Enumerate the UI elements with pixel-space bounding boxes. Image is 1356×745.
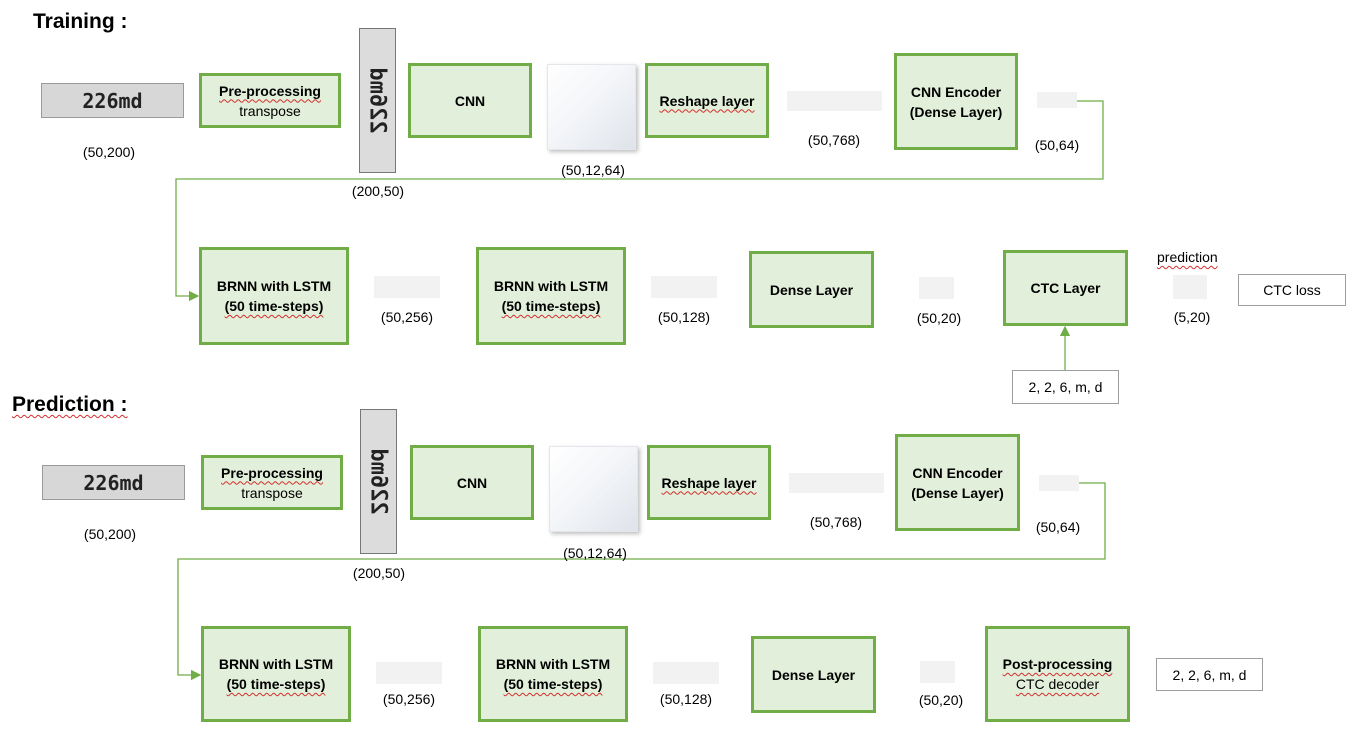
feature-map-cube-pred xyxy=(549,446,638,532)
cnn-dim-label-pred: (50,12,64) xyxy=(563,545,627,561)
brnn2-dim-label: (50,128) xyxy=(657,309,711,325)
prediction-wrap-connector xyxy=(177,482,1106,681)
prediction-dim-label: (5,20) xyxy=(1173,309,1211,325)
cnn-box-pred: CNN xyxy=(410,445,534,520)
brnn-lstm-box-2-pred: BRNN with LSTM (50 time-steps) xyxy=(478,626,628,722)
ctc-loss-box: CTC loss xyxy=(1238,274,1346,306)
training-title: Training : xyxy=(33,10,128,33)
captcha-input-image: 226md xyxy=(41,83,184,118)
captcha-input-image-pred: 226md xyxy=(42,465,185,500)
dense-tensor-bar xyxy=(919,277,954,299)
transposed-dim-label-pred: (200,50) xyxy=(352,565,406,581)
reshape-dim-label-pred: (50,768) xyxy=(809,514,863,530)
dense-tensor-bar-pred xyxy=(920,661,955,683)
reshape-dim-label: (50,768) xyxy=(807,132,861,148)
encoder-dim-label-pred: (50,64) xyxy=(1035,519,1081,535)
feature-map-cube xyxy=(547,64,636,150)
transposed-captcha-image: 226md xyxy=(359,28,396,173)
brnn-lstm-box-1: BRNN with LSTM (50 time-steps) xyxy=(199,247,349,345)
dense-dim-label-pred: (50,20) xyxy=(918,692,964,708)
post-processing-box: Post-processing CTC decoder xyxy=(985,626,1130,722)
brnn2-dim-label-pred: (50,128) xyxy=(659,691,713,707)
brnn1-tensor-bar-pred xyxy=(376,662,442,684)
training-wrap-connector xyxy=(175,100,1104,302)
dense-layer-box-pred: Dense Layer xyxy=(751,636,876,713)
brnn2-tensor-bar xyxy=(651,276,717,298)
encoder-tensor-bar xyxy=(1037,92,1077,108)
input-dim-label-pred: (50,200) xyxy=(83,526,137,542)
brnn2-tensor-bar-pred xyxy=(653,662,719,684)
input-dim-label: (50,200) xyxy=(82,144,136,160)
brnn1-tensor-bar xyxy=(374,276,440,298)
cnn-box: CNN xyxy=(408,63,532,138)
encoder-dim-label: (50,64) xyxy=(1034,137,1080,153)
transposed-captcha-image-pred: 226md xyxy=(360,409,397,554)
ground-truth-label-box: 2, 2, 6, m, d xyxy=(1012,370,1119,404)
brnn1-dim-label: (50,256) xyxy=(380,309,434,325)
preprocessing-box: Pre-processing transpose xyxy=(199,73,341,128)
brnn-lstm-box-2: BRNN with LSTM (50 time-steps) xyxy=(476,247,626,345)
reshape-box-pred: Reshape layer xyxy=(647,445,771,520)
prediction-title: Prediction : xyxy=(12,393,128,416)
transposed-dim-label: (200,50) xyxy=(351,183,405,199)
reshape-tensor-bar xyxy=(787,91,882,111)
cnn-encoder-box-pred: CNN Encoder (Dense Layer) xyxy=(895,434,1020,531)
brnn1-dim-label-pred: (50,256) xyxy=(382,691,436,707)
preprocessing-box-pred: Pre-processing transpose xyxy=(201,455,343,510)
predicted-output-box: 2, 2, 6, m, d xyxy=(1156,658,1263,691)
encoder-tensor-bar-pred xyxy=(1039,475,1079,491)
cnn-dim-label: (50,12,64) xyxy=(561,162,625,178)
reshape-tensor-bar-pred xyxy=(789,473,884,493)
prediction-label: prediction xyxy=(1157,249,1218,265)
cnn-encoder-box: CNN Encoder (Dense Layer) xyxy=(894,53,1018,150)
brnn-lstm-box-1-pred: BRNN with LSTM (50 time-steps) xyxy=(201,626,351,722)
ctc-layer-box: CTC Layer xyxy=(1003,250,1128,326)
dense-dim-label: (50,20) xyxy=(916,310,962,326)
reshape-box: Reshape layer xyxy=(645,63,769,138)
prediction-tensor-bar xyxy=(1173,275,1207,299)
dense-layer-box: Dense Layer xyxy=(749,251,874,328)
